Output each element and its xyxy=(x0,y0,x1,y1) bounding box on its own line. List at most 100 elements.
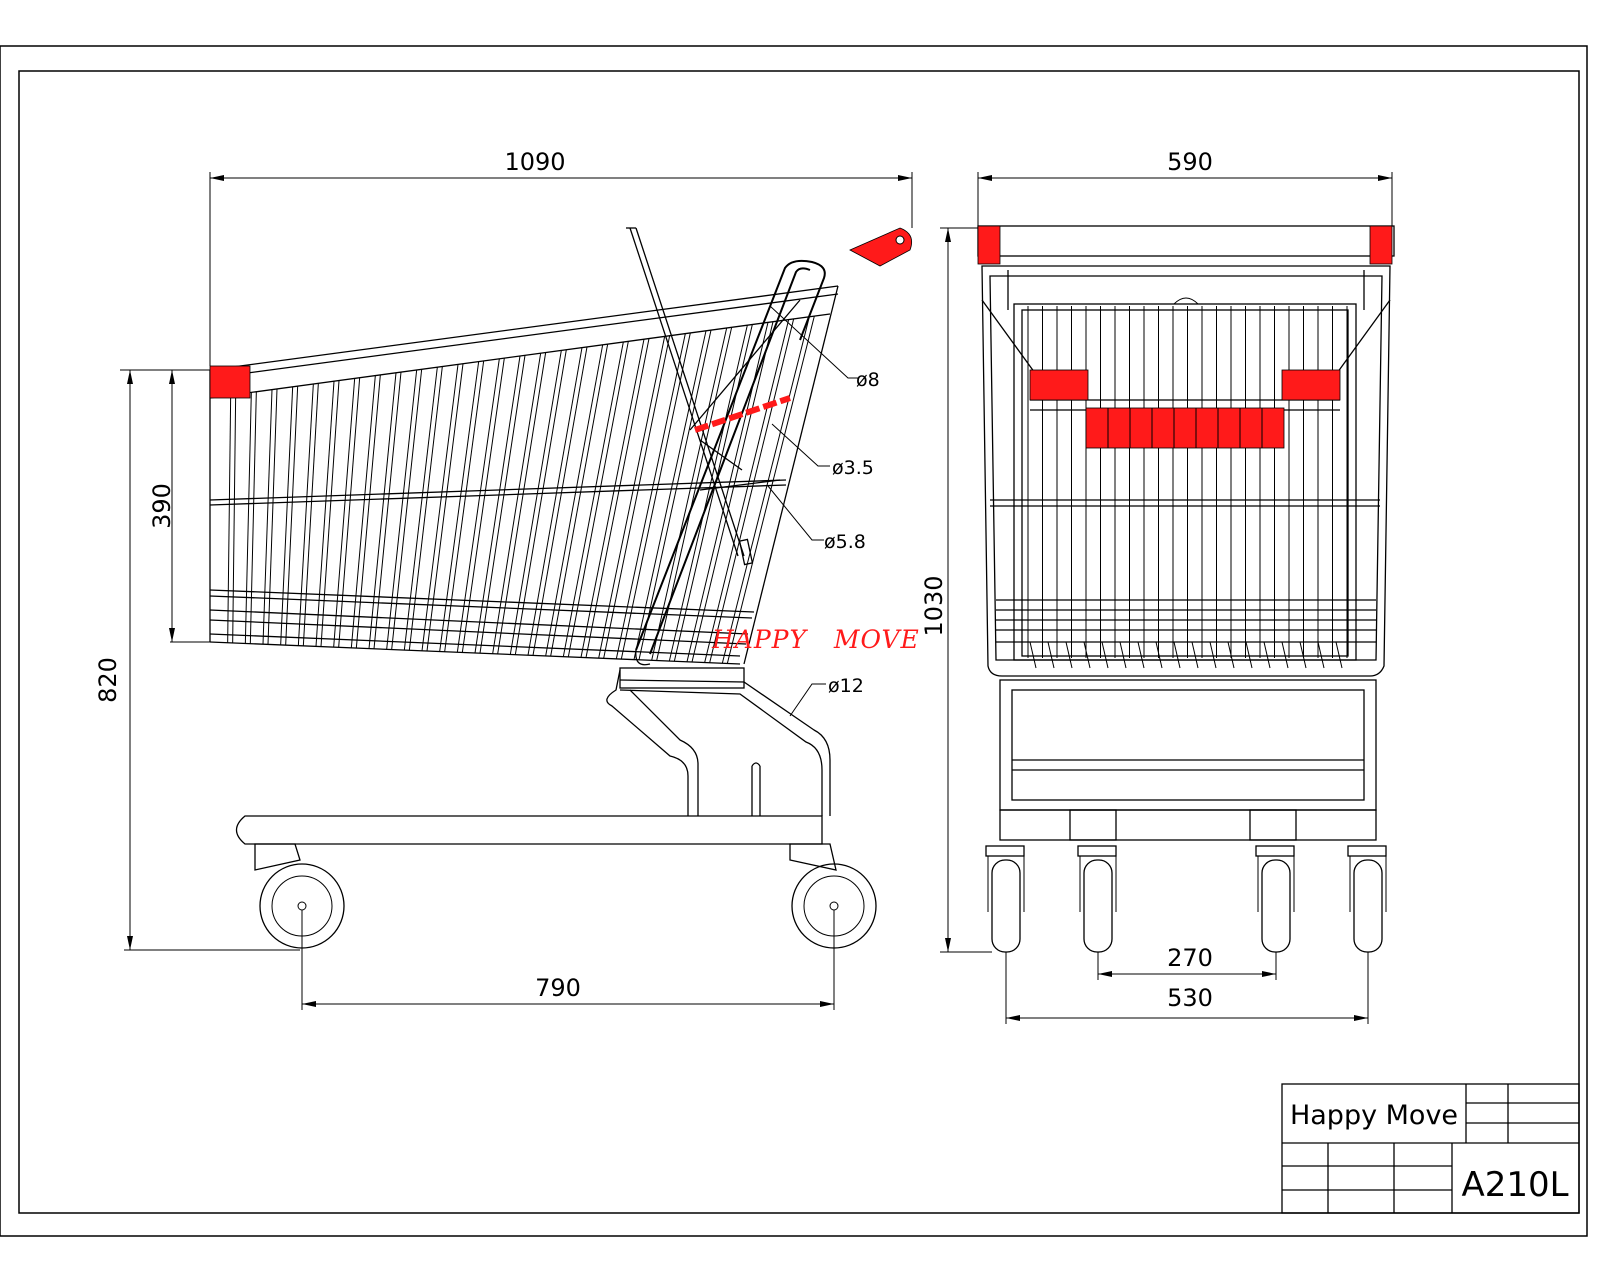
front-bottom-wire xyxy=(1083,641,1091,669)
front-caster-wheel xyxy=(789,843,877,949)
side-basket-wire xyxy=(527,347,583,656)
side-basket-wire xyxy=(439,361,480,652)
side-basket-wire xyxy=(333,378,356,648)
side-basket-wire xyxy=(545,344,604,657)
side-basket-wire xyxy=(562,341,624,657)
back-gate-frame xyxy=(626,227,826,666)
title-block-model: A210L xyxy=(1461,1165,1568,1205)
side-basket-wire xyxy=(302,383,319,646)
side-basket-wire xyxy=(532,346,588,656)
front-bottom-wire xyxy=(1173,641,1181,669)
side-basket-wire xyxy=(585,338,650,658)
side-basket-wire xyxy=(550,344,609,657)
dimension-basket-height: 390 xyxy=(148,369,210,643)
side-basket-wire xyxy=(474,355,521,654)
front-bottom-wire xyxy=(1335,641,1343,669)
dimension-overall-height: 820 xyxy=(94,369,300,951)
title-block: Happy Move A210L xyxy=(1281,1083,1580,1214)
front-child-seat-backrest xyxy=(1085,407,1285,449)
callout-wire-8: ø8 xyxy=(856,369,880,391)
side-basket-wire xyxy=(567,341,629,657)
side-basket-wire xyxy=(426,363,464,652)
side-basket-wire xyxy=(492,353,542,654)
chassis-frame xyxy=(235,667,831,845)
side-basket-wire xyxy=(244,392,252,644)
handle-pivot xyxy=(895,235,905,245)
basket-height-label: 390 xyxy=(148,483,176,529)
front-bottom-wire xyxy=(1119,641,1127,669)
side-basket-wire xyxy=(320,380,340,647)
front-corner-cap xyxy=(209,365,251,399)
front-bottom-wire xyxy=(1029,641,1037,669)
front-wheel-4 xyxy=(1347,845,1387,953)
front-bottom-wire xyxy=(1245,641,1253,669)
front-bottom-wire xyxy=(1137,641,1145,669)
side-basket-wire xyxy=(232,394,237,643)
side-basket-wire xyxy=(280,386,294,645)
overall-width-label: 590 xyxy=(1167,148,1213,176)
overall-length-label: 1090 xyxy=(504,148,565,176)
basket-side-wires xyxy=(227,315,815,664)
front-bottom-wire xyxy=(1155,641,1163,669)
side-basket-wire xyxy=(368,372,397,649)
side-basket-wire xyxy=(633,330,707,660)
front-basket-wires xyxy=(1027,306,1348,669)
dimension-wheelbase: 790 xyxy=(301,910,835,1010)
side-basket-wire xyxy=(391,369,423,650)
side-basket-wire xyxy=(668,325,748,662)
front-bottom-wire xyxy=(1209,641,1217,669)
side-basket-wire xyxy=(297,383,314,646)
front-bottom-wire xyxy=(1281,641,1289,669)
front-chassis xyxy=(999,679,1377,841)
outer-sheet-frame xyxy=(0,45,1588,1237)
side-basket-wire xyxy=(580,339,645,658)
side-basket-wire xyxy=(461,358,505,653)
dimension-overall-width: 590 xyxy=(977,148,1393,226)
side-basket-wire xyxy=(350,375,376,648)
side-basket-wire xyxy=(709,318,795,663)
side-basket-wire xyxy=(267,388,278,645)
front-bottom-wire xyxy=(1191,641,1199,669)
front-bottom-wire xyxy=(1227,641,1235,669)
front-bottom-wire xyxy=(1047,641,1055,669)
rear-caster-wheel xyxy=(254,843,345,949)
front-child-seat-slots xyxy=(1107,408,1263,448)
side-basket-wire xyxy=(497,352,547,655)
dimension-inner-wheel-track: 270 xyxy=(1097,944,1277,980)
side-view: 1090 390 820 790 ø8 xyxy=(94,148,919,1010)
side-basket-wire xyxy=(514,349,567,655)
title-block-company: Happy Move xyxy=(1290,1100,1458,1131)
side-basket-wire xyxy=(598,336,666,659)
side-basket-wire xyxy=(373,372,402,649)
side-basket-wire xyxy=(479,355,526,654)
basket-outline xyxy=(209,285,839,665)
overall-height-label: 820 xyxy=(94,657,122,703)
side-basket-wire xyxy=(603,335,671,659)
front-bottom-wire xyxy=(1263,641,1271,669)
side-basket-wire xyxy=(456,358,500,653)
front-height-label: 1030 xyxy=(920,575,948,636)
side-basket-wire xyxy=(620,332,691,660)
front-view: 590 1030 270 530 xyxy=(920,148,1395,1024)
handle-grip xyxy=(849,227,913,267)
child-seat-strap xyxy=(694,395,791,433)
side-basket-wire xyxy=(673,324,753,662)
outer-wheel-track-label: 530 xyxy=(1167,984,1213,1012)
wire-callouts: ø8 ø3.5 ø5.8 ø12 xyxy=(767,305,880,717)
side-basket-wire xyxy=(421,364,459,651)
front-left-handle-cap xyxy=(977,225,1001,265)
side-basket-wire xyxy=(704,319,790,663)
front-child-seat-right-cap xyxy=(1281,369,1341,401)
front-child-seat-left-cap xyxy=(1029,369,1089,401)
callout-wire-3-5: ø3.5 xyxy=(832,457,874,479)
wheelbase-label: 790 xyxy=(535,974,581,1002)
front-wheel-1 xyxy=(985,845,1025,953)
front-bottom-wire xyxy=(1299,641,1307,669)
front-bottom-wire xyxy=(1317,641,1325,669)
front-right-handle-cap xyxy=(1369,225,1393,265)
side-basket-wire xyxy=(355,374,381,649)
front-basket-outline xyxy=(981,265,1391,677)
side-basket-wire xyxy=(444,360,485,652)
dimension-front-height: 1030 xyxy=(920,227,992,953)
callout-wire-5-8: ø5.8 xyxy=(824,531,866,553)
